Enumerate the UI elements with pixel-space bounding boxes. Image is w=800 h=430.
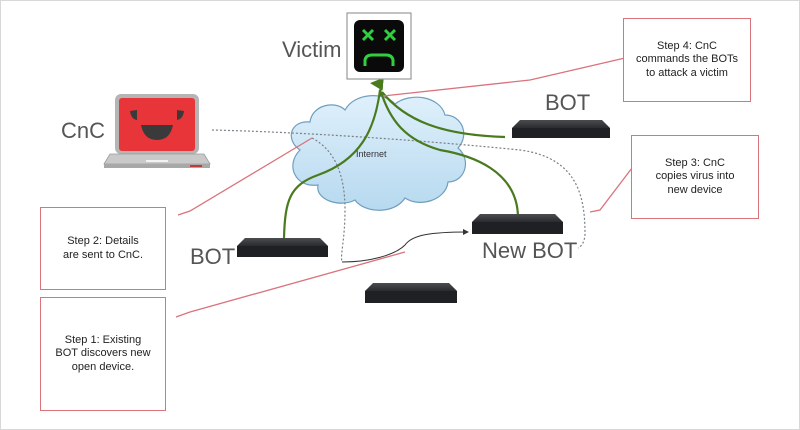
victim-icon [346,12,412,80]
step1-leader [175,251,406,318]
step4-box: Step 4: CnC commands the BOTs to attack … [623,18,751,102]
cnc-laptop-icon [103,94,211,168]
victim-left-eye-x [361,28,375,42]
attack-line-bot-right [381,91,506,139]
cnc-label: CnC [61,118,106,143]
step2-box: Step 2: Details are sent to CnC. [40,207,166,290]
internet-label: Internet [356,149,387,159]
new-bot-device-icon [472,214,563,234]
new-bot-label: New BOT [482,238,578,263]
step3-text: Step 3: CnC copies virus into new device [655,156,735,196]
step3-box: Step 3: CnC copies virus into new device [631,135,759,219]
cnc-dotted-links [211,129,586,263]
internet-cloud-icon [290,95,467,211]
bot-top-right-label: BOT [545,90,591,115]
victim-label: Victim [282,37,342,62]
attack-line-to-victim [370,77,384,97]
attack-lines [282,77,520,239]
bot-left-label: BOT [190,244,236,269]
attack-line-bot-left [282,89,382,239]
callout-lines [175,57,633,318]
bot-left-device-icon [237,238,328,257]
bot-top-right-device-icon [512,120,610,138]
victim-frown [363,53,395,66]
open-device-icon [365,283,457,303]
victim-right-eye-x [383,28,397,42]
cnc-to-newbot-dotted-link [211,129,586,249]
attack-line-new-bot [379,91,520,219]
step4-text: Step 4: CnC commands the BOTs to attack … [635,39,739,79]
step2-leader [177,137,313,216]
step1-text: Step 1: Existing BOT discovers new open … [55,333,151,373]
bot-to-cnc-dotted-link [311,137,346,263]
step2-text: Step 2: Details are sent to CnC. [62,235,144,261]
discovery-arrow [341,229,469,263]
step4-leader [382,57,626,97]
step1-box: Step 1: Existing BOT discovers new open … [40,297,166,411]
step3-leader [589,167,633,213]
